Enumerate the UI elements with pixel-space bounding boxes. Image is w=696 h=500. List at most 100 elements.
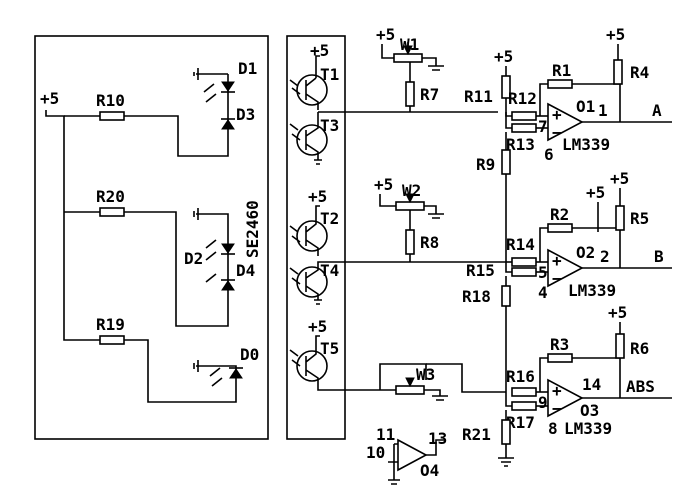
text: + [552,381,562,400]
pin-label: 4 [538,283,548,302]
wire [305,55,320,110]
resistor-r13-input [511,123,537,133]
resistor-r15-input [511,267,537,277]
wire [388,439,444,485]
light-arrow-icon [289,225,301,243]
signal-label: ABS [626,377,655,396]
light-arrow-icon [289,349,301,367]
resistor-r20 [99,207,125,217]
diode-d2-icon [221,243,235,254]
pin-label: 9 [538,393,548,412]
wire [379,363,427,390]
transistor-t3-icon [296,124,328,156]
supply-rail-left [45,110,100,341]
resistor-label: R8 [420,233,439,252]
module-label: SE2460 [243,200,262,258]
supply-label: +5 [310,41,329,60]
wire [505,262,512,273]
wire [426,363,506,393]
pin-label: 2 [600,247,610,266]
resistor-r3 [547,353,573,363]
pot-label: W1 [400,35,419,54]
pot-label: W2 [402,181,421,200]
wire [196,365,237,386]
wire [305,111,345,160]
pin-label: 6 [544,145,554,164]
light-arrow-icon [203,83,217,103]
comparator-o3-icon [547,378,584,418]
resistor-label: R5 [630,209,649,228]
pin-label: 14 [582,375,601,394]
supply-label: +5 [374,175,393,194]
wire [381,44,394,59]
ground-icon [193,360,199,372]
supply-label: +5 [608,303,627,322]
pin-label: 1 [598,101,608,120]
wire [505,392,512,407]
supply-label: +5 [308,187,327,206]
wire [505,112,512,129]
ground-icon [314,299,322,305]
resistor-r1 [547,79,573,89]
resistor-label: R10 [96,91,125,110]
ground-icon [193,208,199,220]
comparator-o1-icon [547,102,584,142]
potentiometer-w1 [393,53,423,63]
ground-icon [314,159,322,165]
supply-label: +5 [586,183,605,202]
resistor-r4 [613,59,623,85]
resistor-r6 [615,333,625,359]
wire [539,227,548,262]
diode-d3-icon [221,119,235,130]
text: − [552,399,562,418]
resistor-r19 [99,335,125,345]
resistor-label: R9 [476,155,495,174]
resistor-label: R21 [462,425,491,444]
ground-icon [193,68,199,80]
comparator-o4-icon [397,438,428,472]
text: + [552,105,562,124]
wire [539,83,548,116]
text: − [552,123,562,142]
pin-label: 5 [538,263,548,282]
supply-label: +5 [494,47,513,66]
supply-label: +5 [376,25,395,44]
resistor-r10 [99,111,125,121]
comparator-o2-icon [547,248,584,288]
resistor-r14 [511,257,537,267]
resistor-label: R13 [506,135,535,154]
pin-label: 8 [548,419,558,438]
sensor-module-box [34,35,269,440]
wire [305,261,345,300]
signal-label: B [654,247,664,266]
wire [379,194,396,207]
resistor-label: R4 [630,63,649,82]
supply-label: +5 [40,89,59,108]
diode-label: D0 [240,345,259,364]
resistor-r16 [511,387,537,397]
wiper-arrow-icon [403,45,413,56]
potentiometer-w3 [395,385,425,395]
pin-label: 7 [538,117,548,136]
wire [539,357,548,392]
resistor-r18 [501,285,511,307]
transistor-t2-icon [296,220,328,252]
comparator-label: O1 [576,97,595,116]
pin-label: 11 [376,425,395,444]
wire [345,106,498,113]
transistor-label: T5 [320,339,339,358]
transistor-box [286,35,346,440]
diode-d4-icon [221,280,235,291]
transistor-label: T1 [320,65,339,84]
light-arrow-icon [205,239,217,283]
resistor-r5 [615,205,625,231]
transistor-t5-icon [296,350,328,382]
wire [305,335,345,391]
resistor-r8 [405,229,415,255]
wire [424,205,444,219]
wire [124,339,237,403]
supply-label: +5 [606,25,625,44]
wire [124,211,229,327]
resistor-label: R20 [96,187,125,206]
